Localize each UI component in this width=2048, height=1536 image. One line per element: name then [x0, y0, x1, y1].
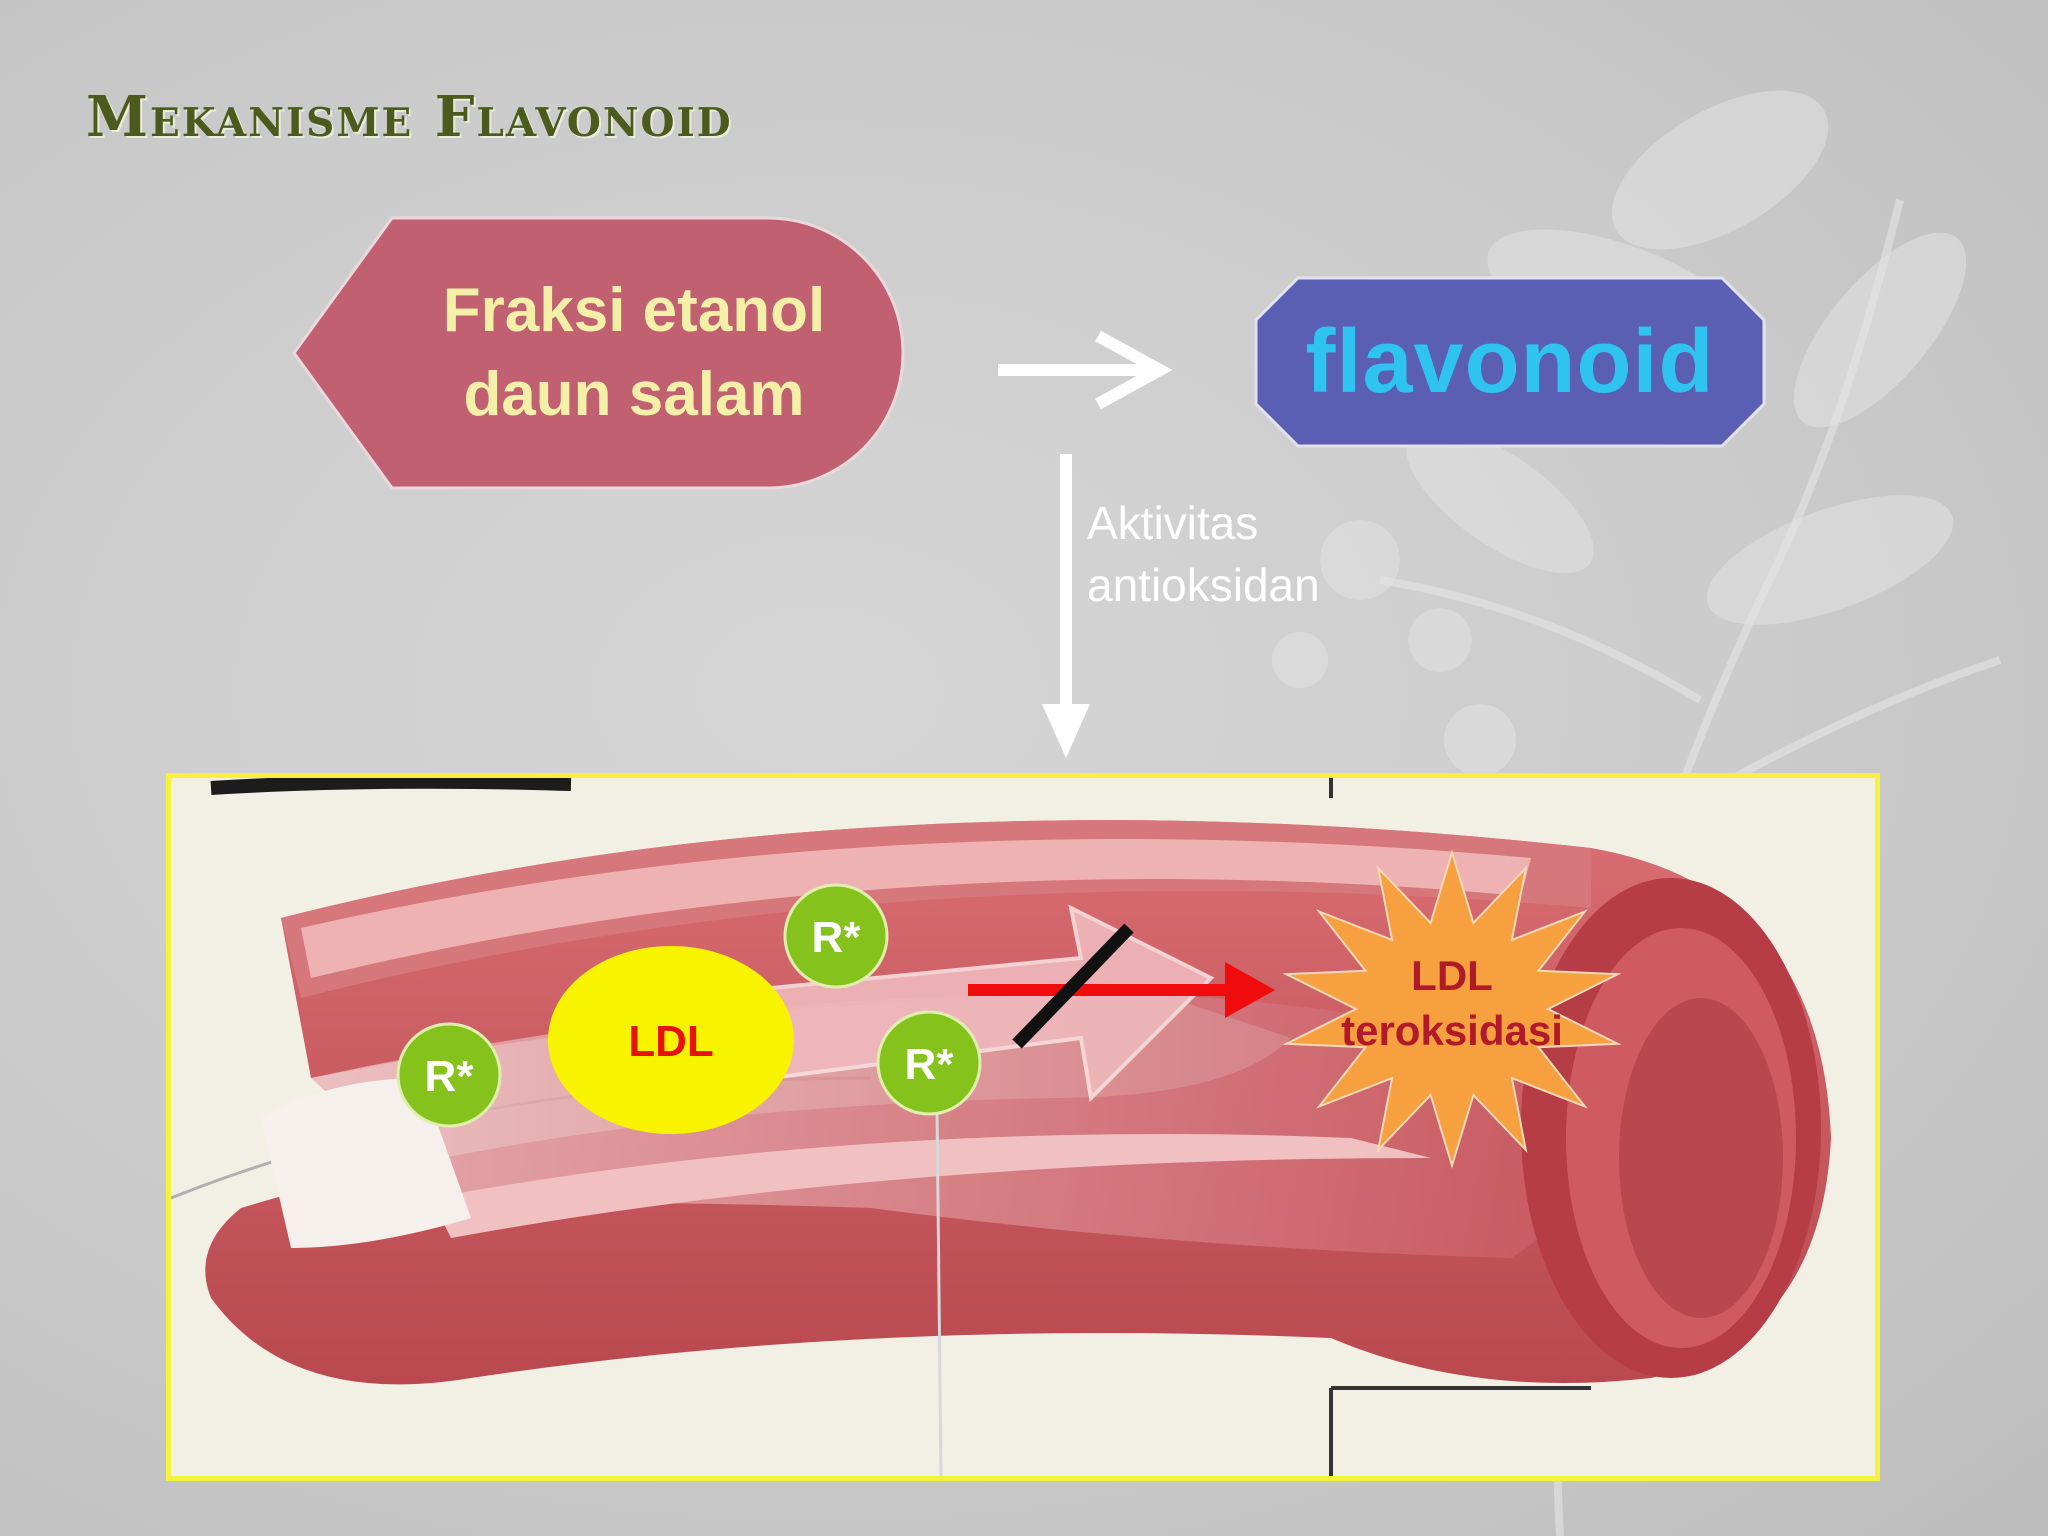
horizontal-arrow [998, 330, 1172, 410]
free-radical-top [783, 883, 889, 989]
blood-vessel-panel: LDL teroksidasi LDL R* R* R* [166, 773, 1880, 1481]
block-slash [1012, 923, 1134, 1049]
oxidized-ldl-label-line-1: LDL [1411, 952, 1493, 999]
vertical-arrow [1042, 454, 1090, 758]
source-label-line-2: daun salam [463, 360, 805, 429]
flavonoid-shape: flavonoid [1254, 276, 1766, 448]
slide-title: Mekanisme Flavonoid [86, 84, 733, 150]
free-radical-right [876, 1010, 982, 1116]
source-shape: Fraksi etanol daun salam [292, 216, 906, 490]
free-radical-left-label: R* [425, 1052, 475, 1101]
antioxidant-activity-label: Aktivitas antioksidan [1087, 492, 1320, 616]
antioxidant-label-line-2: antioksidan [1087, 559, 1320, 611]
ldl-ellipse [548, 946, 794, 1134]
ldl-label: LDL [628, 1017, 714, 1066]
source-shape-outline [292, 216, 905, 490]
antioxidant-label-line-1: Aktivitas [1087, 497, 1259, 549]
free-radical-top-label: R* [812, 913, 862, 962]
free-radical-left [396, 1022, 502, 1128]
flavonoid-shape-outline [1254, 276, 1766, 448]
free-radical-right-label: R* [905, 1040, 955, 1089]
oxidized-ldl-starburst [1282, 849, 1622, 1169]
blood-vessel-illustration: LDL teroksidasi LDL R* R* R* [171, 778, 1832, 1476]
blocked-arrow-head [1225, 962, 1275, 1018]
source-label-line-1: Fraksi etanol [442, 276, 826, 345]
flavonoid-label: flavonoid [1305, 311, 1715, 412]
oxidized-ldl-label-line-2: teroksidasi [1341, 1007, 1563, 1054]
